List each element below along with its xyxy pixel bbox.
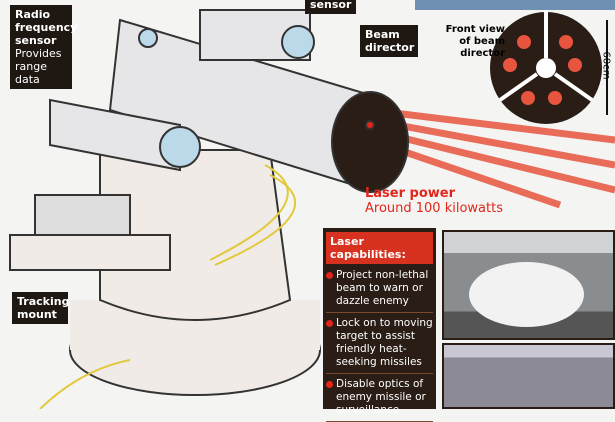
rf-sensor-barrel — [49, 28, 201, 172]
size-label: 60cm — [600, 51, 612, 80]
main-barrel — [108, 9, 409, 193]
capabilities-title: Laser capabilities: — [326, 232, 433, 264]
front-view-diagram — [490, 10, 608, 124]
front-view-label: Front view of beam director — [445, 24, 505, 59]
mount-base — [69, 149, 321, 396]
ship-photo-2 — [442, 343, 615, 409]
ship-photo-1 — [442, 230, 615, 340]
tracking-mount-label: Tracking mount — [12, 292, 69, 324]
console — [9, 194, 171, 271]
laser-power: Laser power Around 100 kilowatts — [365, 186, 503, 216]
power-value: Around 100 kilowatts — [365, 201, 503, 216]
sensor-label: sensor — [305, 0, 357, 14]
laser-turret-photo — [469, 262, 584, 327]
capabilities-panel: Laser capabilities: Project non-lethal b… — [323, 228, 436, 422]
radio-title: Radio frequency sensor — [15, 8, 78, 47]
capability-item: Project non-lethal beam to warn or dazzl… — [326, 269, 433, 313]
power-title: Laser power — [365, 186, 456, 201]
radio-sensor-label: Radio frequency sensor Provides range da… — [10, 5, 77, 89]
capability-item: Disable optics of enemy missile or surve… — [326, 378, 433, 422]
top-photo — [415, 0, 615, 10]
capability-item: Lock on to moving target to assist frien… — [326, 317, 433, 374]
laser-weapon-illustration — [9, 0, 615, 409]
cables — [39, 164, 297, 409]
beam-director-label: Beam director — [360, 25, 418, 57]
radio-desc: Provides range data — [15, 47, 62, 86]
